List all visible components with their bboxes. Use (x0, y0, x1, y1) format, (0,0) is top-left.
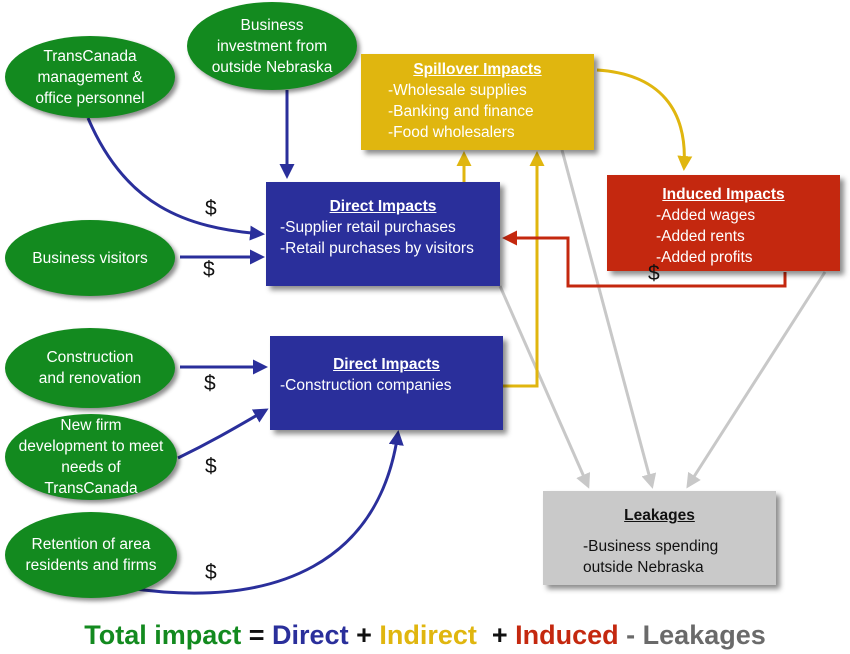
spillover-title: Spillover Impacts (413, 61, 542, 78)
direct-construction-item: -Construction companies (280, 377, 452, 394)
direct-retail-item: -Supplier retail purchases (280, 219, 456, 236)
formula-induced: Induced (515, 620, 619, 650)
induced-title: Induced Impacts (662, 186, 785, 203)
dollar-sign: $ (203, 258, 215, 281)
arrow-induced-to-direct (502, 230, 787, 288)
arrow-transcanada-to-direct (86, 117, 265, 241)
formula-plus: + (476, 620, 516, 650)
total-impact-formula: Total impact = Direct + Indirect + Induc… (0, 620, 850, 651)
direct-impacts-retail-box: Direct Impacts -Supplier retail purchase… (266, 182, 500, 286)
spillover-item: -Wholesale supplies (388, 82, 527, 99)
leakages-item: -Business spending (583, 538, 719, 555)
leakages-title: Leakages (624, 507, 695, 524)
source-business-investment: Business investment from outside Nebrask… (187, 2, 357, 90)
leakages-box: Leakages -Business spending outside Nebr… (543, 491, 776, 585)
source-retention: Retention of area residents and firms (5, 512, 177, 598)
direct-retail-item: -Retail purchases by visitors (280, 240, 474, 257)
dollar-sign: $ (205, 561, 217, 584)
formula-plus: + (348, 620, 380, 650)
formula-minus: - (618, 620, 643, 650)
spillover-item: -Banking and finance (388, 103, 534, 120)
arrow-retention-to-direct (127, 430, 404, 595)
arrow-construction-to-spillover (503, 151, 545, 388)
direct-construction-title: Direct Impacts (333, 356, 440, 373)
source-transcanada: TransCanada management & office personne… (5, 36, 175, 118)
arrow-induced-to-leakages (686, 271, 827, 489)
arrow-spillover-to-induced (596, 68, 693, 171)
induced-impacts-box: Induced Impacts -Added wages -Added rent… (607, 175, 840, 271)
direct-impacts-construction-box: Direct Impacts -Construction companies (270, 336, 503, 430)
arrow-spillover-to-leakages (560, 149, 657, 489)
formula-equals: = (241, 620, 273, 650)
direct-retail-title: Direct Impacts (329, 198, 437, 215)
source-business-visitors: Business visitors (5, 220, 175, 296)
dollar-sign: $ (205, 455, 217, 478)
dollar-sign: $ (204, 372, 216, 395)
induced-item: -Added wages (656, 207, 756, 224)
dollar-sign: $ (205, 197, 217, 220)
induced-item: -Added profits (656, 249, 753, 266)
dollar-sign: $ (648, 262, 660, 285)
arrow-newfirm-to-direct (177, 408, 269, 460)
leakages-item: outside Nebraska (583, 559, 704, 576)
spillover-item: -Food wholesalers (388, 124, 515, 141)
source-new-firm: New firm development to meet needs of Tr… (5, 414, 177, 500)
induced-item: -Added rents (656, 228, 745, 245)
formula-direct: Direct (272, 620, 349, 650)
formula-indirect: Indirect (379, 620, 477, 650)
formula-total: Total impact (84, 620, 242, 650)
formula-leakages: Leakages (642, 620, 766, 650)
spillover-impacts-box: Spillover Impacts -Wholesale supplies -B… (361, 54, 594, 150)
source-construction: Construction and renovation (5, 328, 175, 408)
arrow-direct-to-leakages (498, 285, 591, 489)
